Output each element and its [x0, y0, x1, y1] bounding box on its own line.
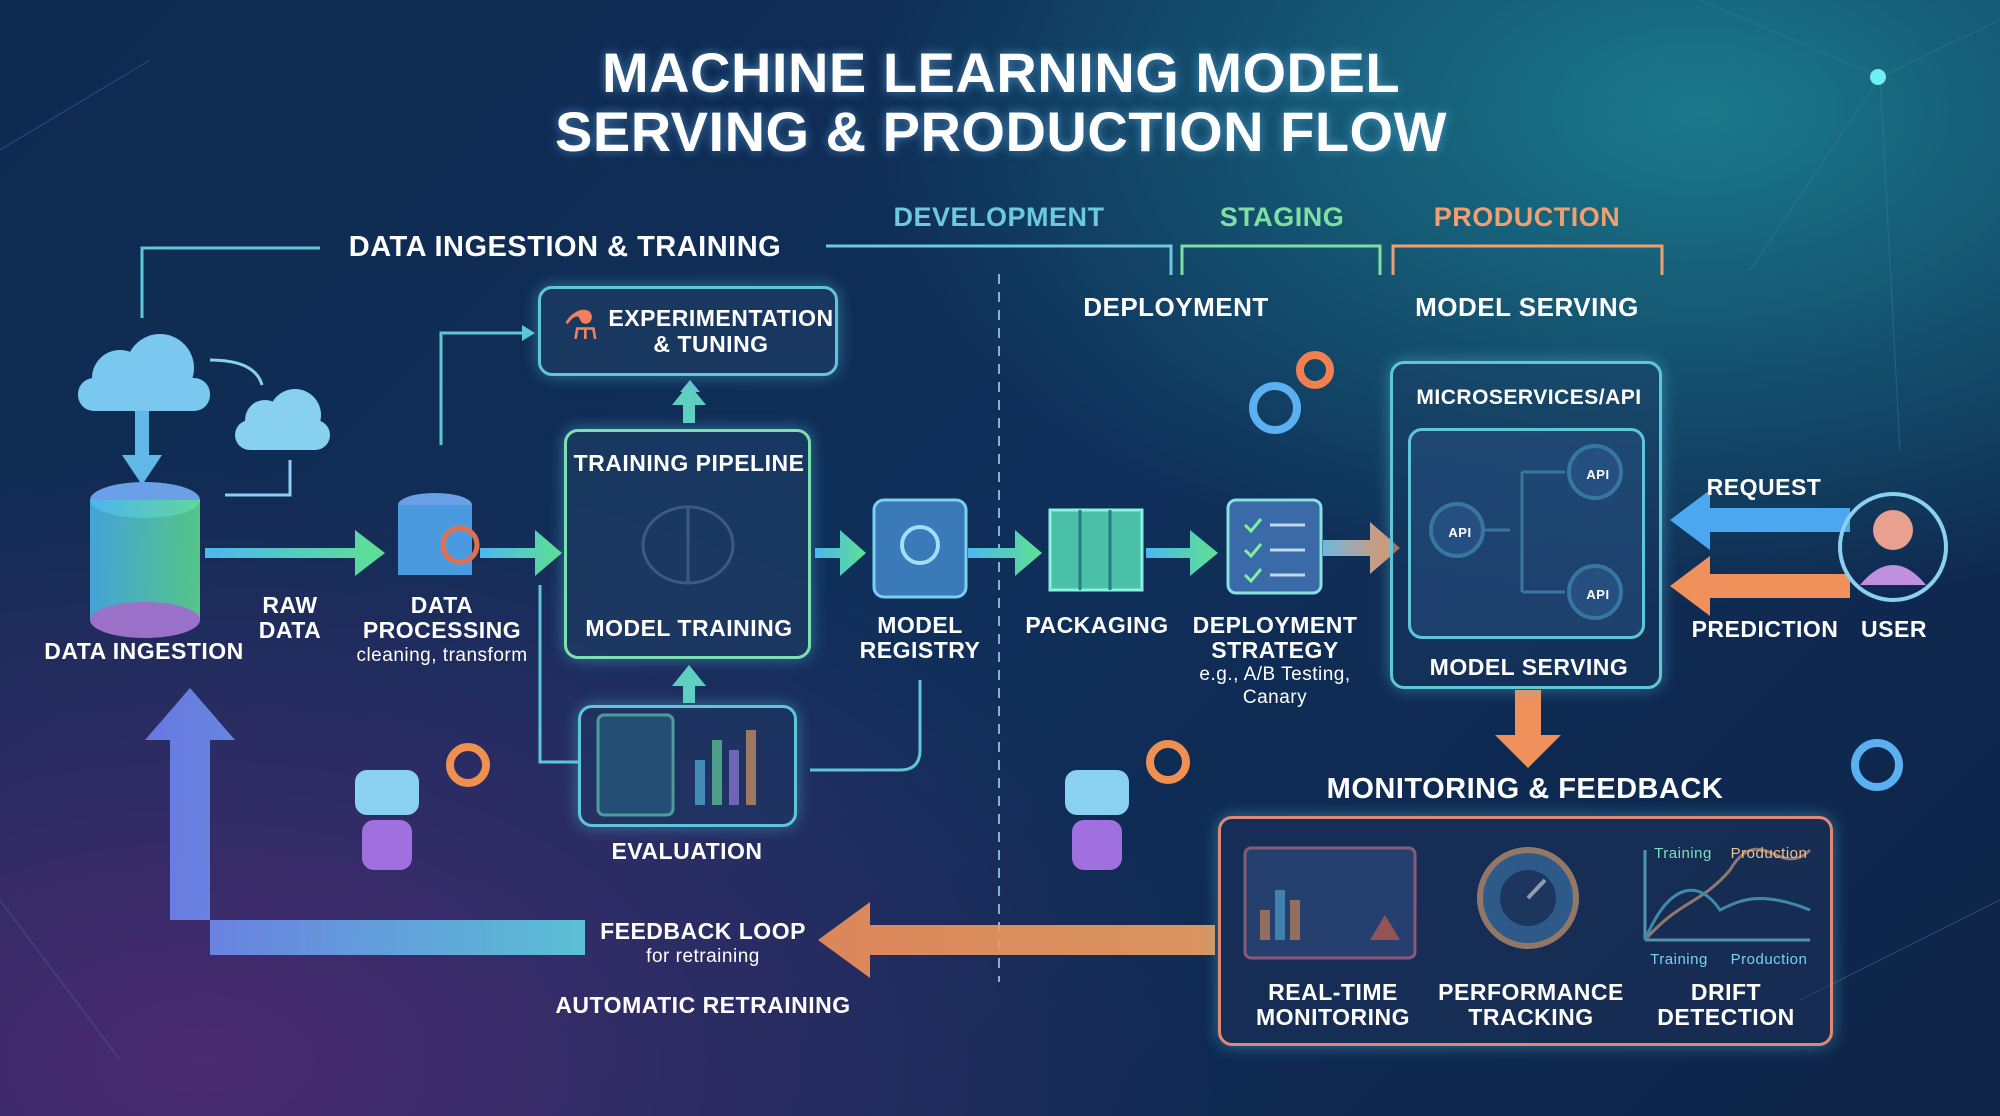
- database-icon: [90, 482, 200, 638]
- realtime-label-2: MONITORING: [1255, 1004, 1411, 1030]
- strategy-label-1: DEPLOYMENT: [1192, 612, 1358, 638]
- title-line-2: SERVING & PRODUCTION FLOW: [555, 100, 1447, 163]
- cloud-icon: [78, 334, 210, 411]
- serving-label: MODEL SERVING: [1429, 654, 1629, 680]
- training-pipeline-label: TRAINING PIPELINE: [573, 450, 805, 476]
- drift-axis-training: Training: [1650, 951, 1708, 968]
- network-background: [0, 0, 2000, 1061]
- drift-legend-production: Production: [1730, 845, 1808, 862]
- feedback-loop-sub: for retraining: [646, 946, 760, 967]
- realtime-dashboard-icon: [1243, 846, 1417, 960]
- gauge-icon: [1477, 847, 1579, 949]
- user-label: USER: [1861, 616, 1927, 642]
- realtime-label-1: REAL-TIME: [1268, 979, 1398, 1005]
- api-badge: API: [1586, 587, 1610, 602]
- registry-label-1: MODEL: [877, 612, 963, 638]
- stage-development: DEVELOPMENT: [893, 202, 1105, 232]
- processing-label-1: DATA: [410, 592, 474, 618]
- strategy-sub-1: e.g., A/B Testing,: [1199, 664, 1351, 685]
- raw-data-label-2: DATA: [258, 617, 322, 643]
- drift-axis-production: Production: [1730, 951, 1808, 968]
- performance-label-2: TRACKING: [1468, 1004, 1594, 1030]
- processing-label-2: PROCESSING: [362, 617, 522, 643]
- section-deployment: DEPLOYMENT: [1083, 292, 1269, 322]
- flask-icon: ⚗: [563, 304, 599, 348]
- strategy-sub-2: Canary: [1242, 687, 1308, 708]
- flow-arrows: [122, 325, 1850, 978]
- api-badge: API: [1586, 467, 1610, 482]
- processing-sub: cleaning, transform: [356, 645, 528, 666]
- stage-production: PRODUCTION: [1433, 202, 1621, 232]
- network-node: [1870, 69, 1886, 85]
- registry-label-2: REGISTRY: [859, 637, 981, 663]
- evaluation-label: EVALUATION: [611, 838, 763, 864]
- data-ingestion-label: DATA INGESTION: [44, 638, 244, 664]
- raw-data-label-1: RAW: [262, 592, 318, 618]
- strategy-label-2: STRATEGY: [1211, 637, 1339, 663]
- feedback-loop-label: FEEDBACK LOOP: [600, 918, 806, 944]
- drift-label-2: DETECTION: [1657, 1004, 1795, 1030]
- stage-staging: STAGING: [1219, 202, 1345, 232]
- microservices-label: MICROSERVICES/API: [1416, 386, 1642, 409]
- section-ingestion-training: DATA INGESTION & TRAINING: [348, 231, 782, 263]
- evaluation-icons: [596, 713, 756, 817]
- microservices-box: MICROSERVICES/API MODEL SERVING API API …: [1390, 361, 1662, 689]
- drift-legend-training: Training: [1654, 845, 1712, 862]
- strategy-checklist-icon: [1226, 498, 1323, 595]
- api-badge: API: [1448, 525, 1472, 540]
- section-monitoring-feedback: MONITORING & FEEDBACK: [1326, 773, 1724, 805]
- user-icon: [1838, 492, 1948, 602]
- monitoring-box: REAL-TIME MONITORING PERFORMANCE TRACKIN…: [1218, 816, 1833, 1046]
- automatic-retraining-label: AUTOMATIC RETRAINING: [555, 992, 851, 1018]
- serving-inner-box: [1408, 428, 1645, 639]
- evaluation-box: [578, 705, 797, 827]
- model-training-label: MODEL TRAINING: [585, 615, 793, 641]
- robot-icon: [355, 770, 1129, 870]
- drift-chart: [1643, 847, 1812, 942]
- title-line-1: MACHINE LEARNING MODEL: [601, 41, 1401, 104]
- registry-safe-icon: [872, 498, 968, 599]
- packaging-box-icon: [1048, 508, 1144, 592]
- packaging-label: PACKAGING: [1025, 612, 1169, 638]
- performance-label-1: PERFORMANCE: [1438, 979, 1624, 1005]
- request-label: REQUEST: [1706, 474, 1822, 500]
- drift-label-1: DRIFT: [1690, 979, 1762, 1005]
- prediction-label: PREDICTION: [1691, 616, 1839, 642]
- processing-database-icon: [398, 493, 480, 575]
- gear-icon: [446, 351, 1903, 791]
- section-model-serving: MODEL SERVING: [1415, 292, 1639, 322]
- experimentation-box: EXPERIMENTATION & TUNING ⚗: [538, 286, 838, 376]
- experimentation-label-2: & TUNING: [653, 331, 769, 357]
- cloud-icon-small: [235, 389, 330, 450]
- training-pipeline-box: TRAINING PIPELINE MODEL TRAINING: [564, 429, 811, 659]
- experimentation-label-1: EXPERIMENTATION: [608, 305, 834, 331]
